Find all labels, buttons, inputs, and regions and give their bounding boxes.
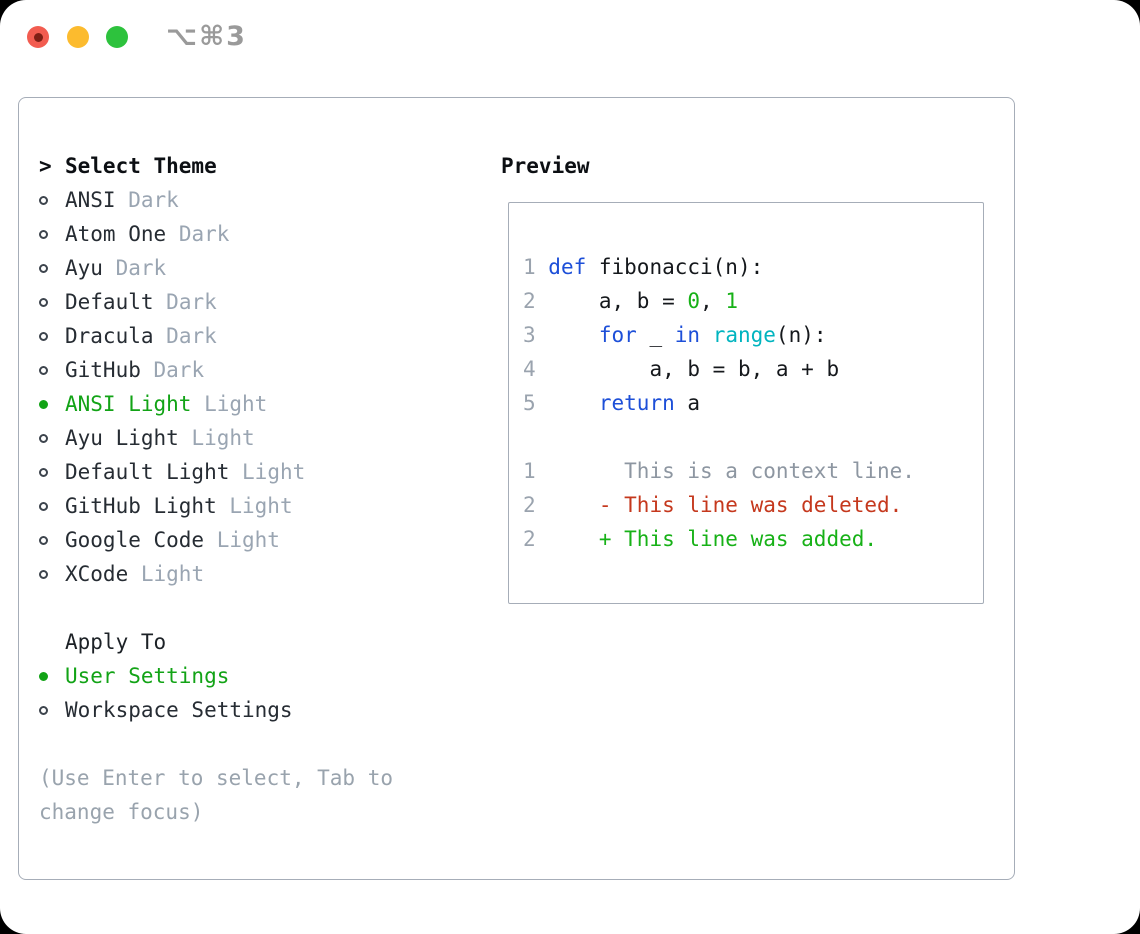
code-line: 4 a, b = b, a + b: [523, 357, 840, 381]
code-preview-box: 1 def fibonacci(n): 2 a, b = 0, 1 3 for _ …: [508, 202, 984, 604]
theme-option[interactable]: Ayu Dark: [39, 251, 393, 285]
option-label: Ayu Light Light: [65, 426, 255, 450]
code-line: 3 for _ in range(n):: [523, 323, 827, 347]
theme-option[interactable]: GitHub Light Light: [39, 489, 393, 523]
theme-option[interactable]: Google Code Light: [39, 523, 393, 557]
zoom-button[interactable]: [106, 26, 128, 48]
option-label: Default Light Light: [65, 460, 306, 484]
option-label: ANSI Light Light: [65, 392, 268, 416]
theme-option[interactable]: Atom One Dark: [39, 217, 393, 251]
radio-icon: [39, 569, 48, 579]
radio-icon: [39, 263, 48, 273]
radio-icon: [39, 467, 48, 477]
theme-option[interactable]: ANSI Light Light: [39, 387, 393, 421]
apply-to-option[interactable]: User Settings: [39, 659, 393, 693]
theme-option[interactable]: GitHub Dark: [39, 353, 393, 387]
radio-icon: [39, 705, 48, 715]
code-line: [523, 420, 983, 454]
window-title: ⌥⌘3: [166, 21, 247, 52]
radio-selected-icon: [39, 399, 48, 409]
radio-icon: [39, 365, 48, 375]
option-label: Ayu Dark: [65, 256, 167, 280]
option-label: XCode Light: [65, 562, 205, 586]
code-line: 5 return a: [523, 391, 701, 415]
option-label: Dracula Dark: [65, 324, 217, 348]
help-text-line-2: change focus): [39, 800, 204, 824]
apply-to-title: Apply To: [65, 630, 167, 654]
option-label: ANSI Dark: [65, 188, 179, 212]
radio-icon: [39, 297, 48, 307]
code-line: 2 + This line was added.: [523, 527, 878, 551]
code-line: 1 This is a context line.: [523, 459, 915, 483]
close-dot-icon: [33, 32, 43, 42]
code-line: 1 def fibonacci(n):: [523, 255, 764, 279]
radio-icon: [39, 501, 48, 511]
radio-icon: [39, 535, 48, 545]
radio-selected-icon: [39, 671, 48, 681]
theme-option[interactable]: Ayu Light Light: [39, 421, 393, 455]
option-label: User Settings: [65, 664, 230, 688]
spacer: [39, 727, 393, 761]
code-line: 2 - This line was deleted.: [523, 493, 903, 517]
preview-title: Preview: [501, 154, 590, 178]
theme-list-title: Select Theme: [65, 154, 217, 178]
radio-icon: [39, 331, 48, 341]
option-label: GitHub Dark: [65, 358, 205, 382]
option-label: Default Dark: [65, 290, 217, 314]
apply-to-option[interactable]: Workspace Settings: [39, 693, 393, 727]
close-button[interactable]: [27, 26, 49, 48]
theme-option[interactable]: XCode Light: [39, 557, 393, 591]
help-text-line-1: (Use Enter to select, Tab to: [39, 766, 394, 790]
option-label: Workspace Settings: [65, 698, 293, 722]
code-preview: 1 def fibonacci(n): 2 a, b = 0, 1 3 for _ …: [509, 203, 983, 556]
selection-cursor: >: [39, 154, 52, 178]
theme-option[interactable]: Dracula Dark: [39, 319, 393, 353]
select-theme-header: > Select Theme: [39, 149, 393, 183]
code-line: 2 a, b = 0, 1: [523, 289, 738, 313]
theme-option[interactable]: Default Dark: [39, 285, 393, 319]
minimize-button[interactable]: [67, 26, 89, 48]
option-label: Atom One Dark: [65, 222, 230, 246]
radio-icon: [39, 433, 48, 443]
theme-option[interactable]: ANSI Dark: [39, 183, 393, 217]
radio-icon: [39, 195, 48, 205]
option-label: GitHub Light Light: [65, 494, 293, 518]
theme-option[interactable]: Default Light Light: [39, 455, 393, 489]
option-label: Google Code Light: [65, 528, 280, 552]
radio-icon: [39, 229, 48, 239]
spacer: [39, 591, 393, 625]
apply-to-header: Apply To: [39, 625, 393, 659]
